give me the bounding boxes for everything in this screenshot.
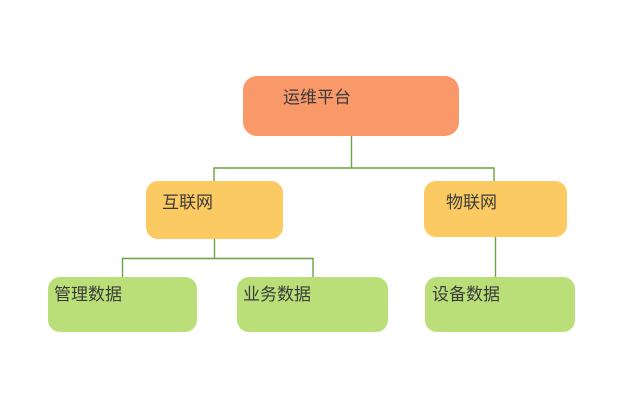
node-internet-label: 互联网 (162, 193, 213, 213)
connector-root-children-bracket (213, 167, 495, 181)
node-root-label: 运维平台 (283, 88, 351, 108)
node-management-data-label: 管理数据 (54, 285, 122, 305)
node-management-data: 管理数据 (48, 277, 197, 332)
node-iot: 物联网 (424, 181, 567, 237)
node-business-data-label: 业务数据 (243, 285, 311, 305)
node-internet: 互联网 (146, 181, 283, 239)
node-iot-label: 物联网 (446, 193, 497, 213)
node-business-data: 业务数据 (237, 277, 388, 332)
node-root-platform: 运维平台 (243, 76, 459, 136)
connector-internet-children-bracket (121, 257, 314, 277)
node-device-data-label: 设备数据 (432, 285, 500, 305)
node-device-data: 设备数据 (425, 277, 575, 332)
